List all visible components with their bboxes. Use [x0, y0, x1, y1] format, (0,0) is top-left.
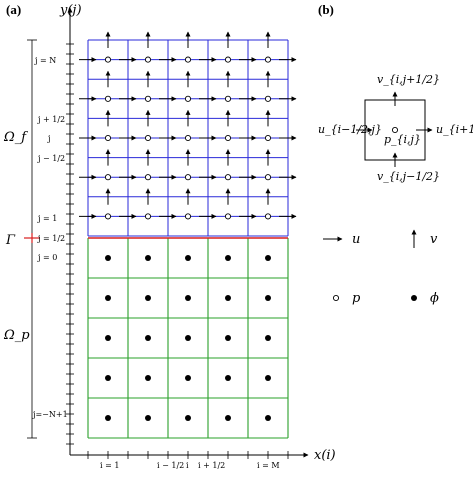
legend: u v p ϕ [323, 229, 439, 306]
phi-node [105, 295, 111, 301]
phi-node [105, 375, 111, 381]
phi-node [185, 255, 191, 261]
pressure-node [264, 213, 272, 220]
x-tick-label: i + 1/2 [198, 461, 225, 470]
phi-node [105, 335, 111, 341]
phi-node [145, 415, 151, 421]
pressure-node [144, 174, 152, 181]
y-tick-label: j − 1/2 [37, 154, 65, 163]
cell-top-label: v_{i,j+1/2} [377, 73, 440, 86]
y-tick-label: j [47, 134, 50, 143]
pressure-node [144, 213, 152, 220]
y-tick-labels: j = N j + 1/2 j j − 1/2 j = 1 j = 1/2 j … [32, 56, 68, 419]
phi-node [225, 335, 231, 341]
pressure-node [184, 174, 192, 181]
legend-p-label: p [352, 291, 361, 306]
x-tick-label: i [186, 461, 189, 470]
phi-node [145, 375, 151, 381]
region-porous-label: Ω_p [3, 328, 30, 343]
phi-node [265, 415, 271, 421]
pressure-node [224, 213, 232, 220]
interface-marker-icon [24, 233, 40, 243]
x-tick-label: i = 1 [100, 461, 119, 470]
phi-node [225, 255, 231, 261]
y-tick-label: j + 1/2 [37, 115, 65, 124]
pressure-node [144, 134, 152, 142]
phi-node [265, 295, 271, 301]
legend-p-marker-icon [332, 294, 340, 302]
phi-node [105, 415, 111, 421]
pressure-node [104, 134, 112, 142]
phi-node [265, 375, 271, 381]
phi-node [105, 255, 111, 261]
cell-bottom-label: v_{i,j−1/2} [377, 170, 440, 183]
cell-center-label: p_{i,j} [384, 133, 421, 146]
fluid-grid [79, 31, 297, 237]
phi-node [145, 295, 151, 301]
phi-node [185, 335, 191, 341]
pressure-node [184, 95, 192, 102]
pressure-node [184, 213, 192, 220]
pressure-node [104, 95, 112, 102]
phi-node [145, 255, 151, 261]
x-tick-labels: i = 1 i − 1/2 i i + 1/2 i = M [100, 461, 280, 470]
pressure-node [264, 174, 272, 181]
legend-phi-marker-icon [411, 295, 417, 301]
porous-grid [87, 237, 289, 439]
pressure-node [224, 174, 232, 181]
cell-pressure-node [391, 126, 399, 134]
y-tick-label: j = 0 [37, 253, 57, 262]
pressure-node [104, 56, 112, 63]
y-tick-label: j = 1 [37, 214, 57, 223]
legend-u-label: u [352, 232, 360, 247]
y-tick-label: j = N [34, 56, 56, 65]
phi-node [225, 415, 231, 421]
pressure-node [104, 213, 112, 220]
x-tick-label: i − 1/2 [157, 461, 184, 470]
x-axis-label: x(i) [314, 448, 336, 463]
cell-right-label: u_{i+1/2,j} [436, 123, 473, 136]
interface-label: Γ [5, 233, 16, 248]
y-tick-label: j = 1/2 [37, 234, 65, 243]
pressure-node [144, 56, 152, 63]
pressure-node [224, 56, 232, 63]
phi-node [185, 375, 191, 381]
cell-left-label: u_{i−1/2,j} [318, 123, 382, 136]
pressure-node [264, 134, 272, 142]
pressure-node [184, 56, 192, 63]
axis-ticks [66, 43, 289, 459]
phi-node [225, 375, 231, 381]
x-tick-label: i = M [257, 461, 280, 470]
legend-phi-label: ϕ [430, 291, 439, 306]
pressure-node [264, 95, 272, 102]
phi-node [185, 415, 191, 421]
pressure-node [224, 95, 232, 102]
panel-a-label: (a) [6, 2, 21, 17]
pressure-node [144, 95, 152, 102]
phi-node [145, 335, 151, 341]
region-fluid-label: Ω_f [3, 130, 28, 145]
pressure-node [104, 174, 112, 181]
phi-node [225, 295, 231, 301]
phi-node [185, 295, 191, 301]
panel-b-label: (b) [318, 2, 334, 17]
pressure-node [224, 134, 232, 142]
phi-node [265, 255, 271, 261]
y-tick-label: j=−N+1 [32, 410, 68, 419]
pressure-node [264, 56, 272, 63]
legend-v-label: v [430, 232, 438, 247]
pressure-node [184, 134, 192, 142]
phi-node [265, 335, 271, 341]
